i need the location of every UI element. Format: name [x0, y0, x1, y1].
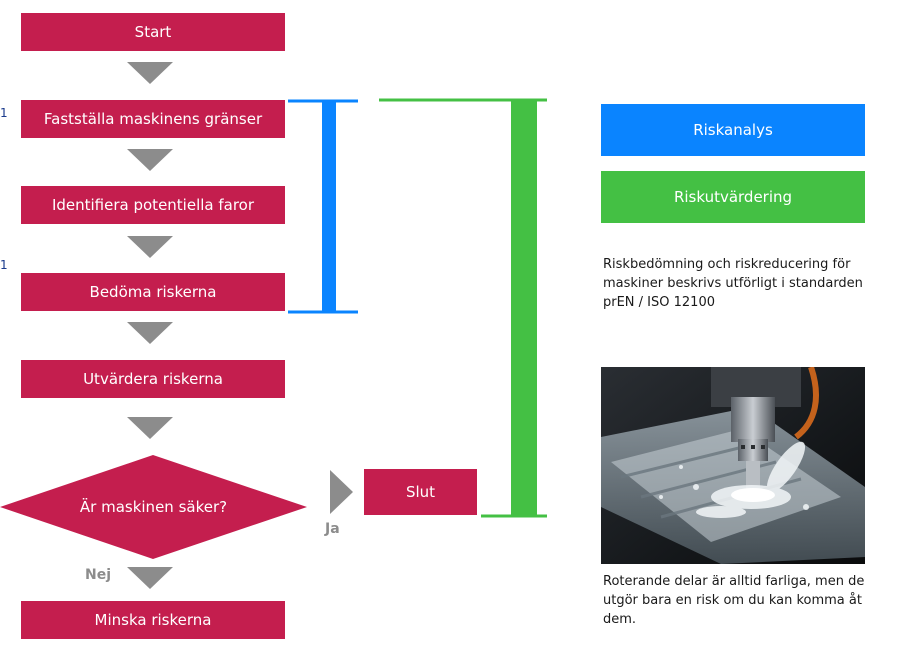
arrow-down-icon: [127, 417, 173, 439]
legend-riskanalys: Riskanalys: [601, 104, 865, 156]
riskanalys-bracket: [288, 99, 358, 314]
start-box: Start: [21, 13, 285, 51]
edge-mark-middle: 1: [0, 258, 8, 272]
legend-riskutvardering: Riskutvärdering: [601, 171, 865, 223]
edge-mark-top: 1: [0, 106, 8, 120]
decision-diamond: [0, 455, 307, 559]
yes-label: Ja: [325, 521, 340, 537]
arrow-down-icon: [127, 149, 173, 171]
arrow-down-icon: [127, 322, 173, 344]
end-box: Slut: [364, 469, 477, 515]
arrow-down-icon: [127, 236, 173, 258]
cnc-milling-photo: [601, 367, 865, 564]
arrow-right-icon: [330, 470, 353, 514]
arrow-down-icon: [127, 62, 173, 84]
standard-note: Riskbedömning och riskreducering för mas…: [603, 257, 863, 310]
step-faststalla-granser: Fastställa maskinens gränser: [21, 100, 285, 138]
step-minska-riskerna: Minska riskerna: [21, 601, 285, 639]
step-identifiera-faror: Identifiera potentiella faror: [21, 186, 285, 224]
step-bedoma-riskerna: Bedöma riskerna: [21, 273, 285, 311]
arrow-down-icon: [127, 567, 173, 589]
step-utvardera-riskerna: Utvärdera riskerna: [21, 360, 285, 398]
photo-caption: Roterande delar är alltid farliga, men d…: [603, 574, 865, 627]
no-label: Nej: [85, 567, 112, 583]
decision-label: Är maskinen säker?: [79, 498, 228, 516]
riskutvardering-bracket: [379, 98, 547, 518]
